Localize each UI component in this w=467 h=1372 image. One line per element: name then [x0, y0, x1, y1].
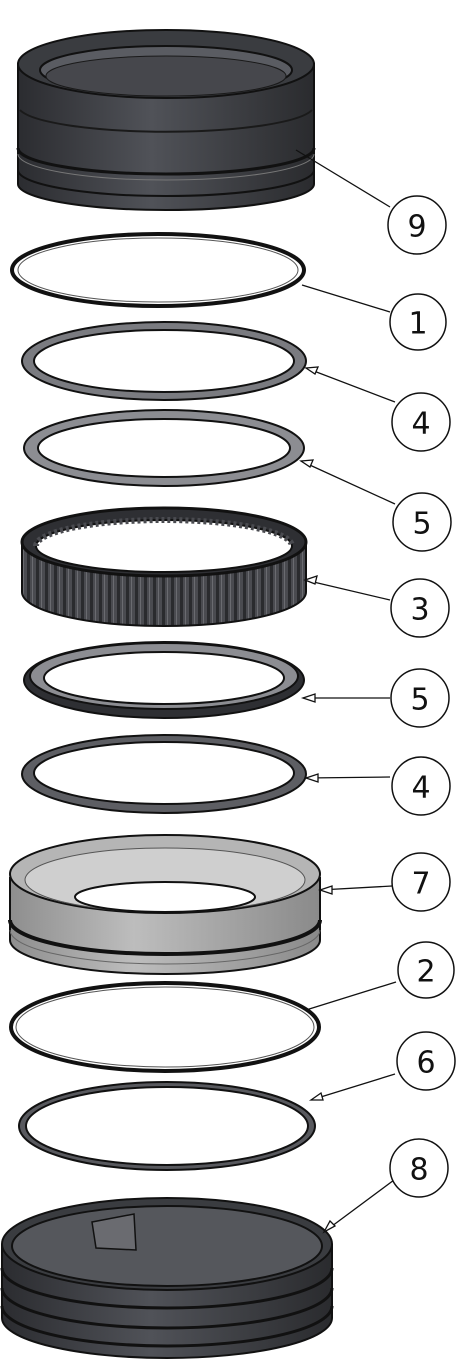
- callout-number-7: 7: [411, 867, 430, 902]
- part-2-thin-ring: [9, 981, 321, 1073]
- part-5-washer-top: [23, 409, 305, 487]
- part-5-washer-lower: [23, 641, 305, 719]
- callout-number-5: 5: [412, 507, 431, 542]
- callout-number-4: 4: [411, 407, 430, 442]
- part-7-gray-band: [8, 834, 322, 975]
- callout-number-5-lower: 5: [410, 683, 429, 718]
- part-8-lower-housing: [0, 1197, 334, 1359]
- part-4-washer-lower: [21, 734, 307, 814]
- part-1-thin-ring: [10, 232, 306, 308]
- callout-numbers: 9 1 4 5 3 5 4 7 2 6 8: [407, 210, 435, 1188]
- part-6-thin-ring: [18, 1081, 316, 1171]
- callout-balloon: [391, 756, 451, 816]
- callout-number-8: 8: [409, 1153, 428, 1188]
- part-4-washer-top: [21, 321, 307, 401]
- callout-number-6: 6: [416, 1046, 435, 1081]
- callout-balloon: [397, 941, 455, 999]
- part-3-ribbed-ring: [20, 506, 308, 627]
- callout-balloon: [387, 195, 447, 255]
- callout-balloon: [391, 392, 451, 452]
- callout-balloon: [391, 852, 451, 912]
- callout-number-1: 1: [408, 307, 427, 342]
- leader-lines: [295, 149, 397, 1234]
- callout-balloon: [389, 293, 447, 351]
- callout-number-9: 9: [407, 210, 426, 245]
- callout-number-4-lower: 4: [411, 771, 430, 806]
- callout-number-3: 3: [410, 593, 429, 628]
- callout-balloon: [389, 1138, 449, 1198]
- part-9-upper-housing: [16, 29, 316, 211]
- callout-balloon: [392, 492, 452, 552]
- callout-balloon: [390, 668, 450, 728]
- callout-number-2: 2: [416, 955, 435, 990]
- callout-balloon: [390, 578, 450, 638]
- callout-balloon: [396, 1031, 456, 1091]
- callout-balloons: [387, 195, 456, 1198]
